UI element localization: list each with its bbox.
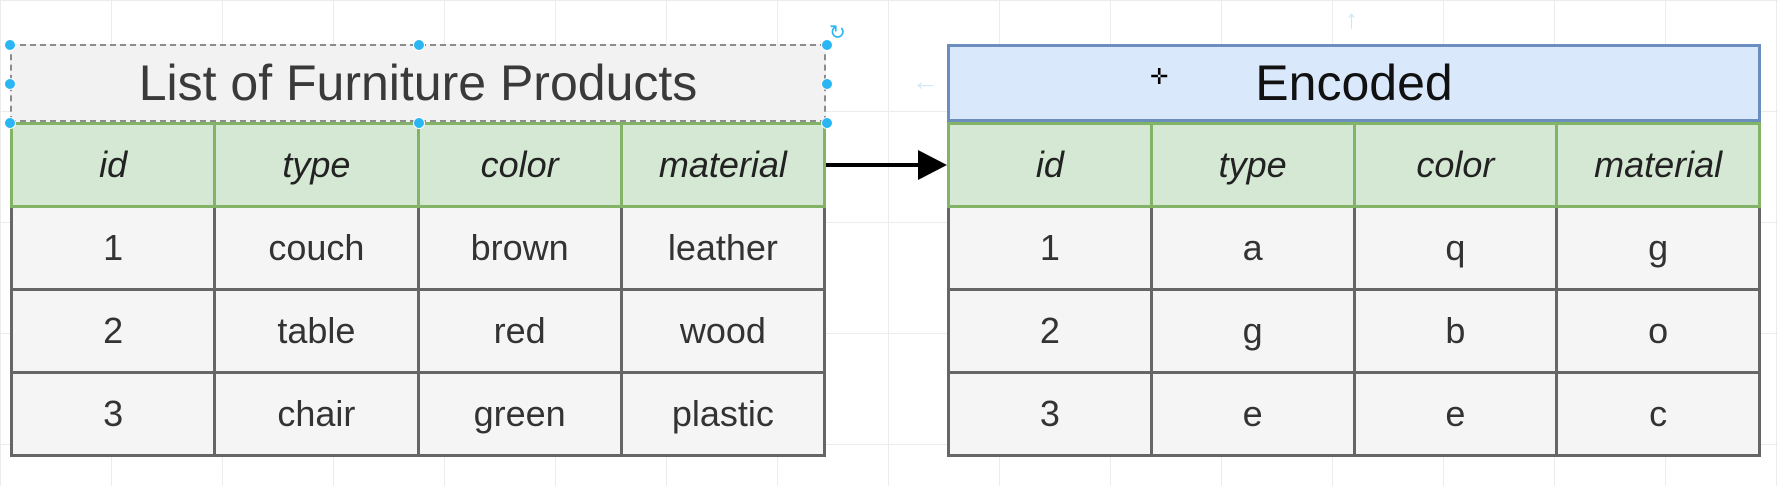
table-cell[interactable]: 2 (947, 291, 1153, 374)
table-row: 1 couch brown leather (10, 208, 826, 291)
table-cell[interactable]: q (1355, 208, 1559, 291)
selection-handle-top-right[interactable] (821, 39, 833, 51)
rotate-icon[interactable]: ↻ (829, 22, 846, 44)
table-row: 3 e e c (947, 374, 1761, 457)
table-cell[interactable]: 1 (947, 208, 1153, 291)
table-header-row: id type color material (947, 122, 1761, 208)
header-cell-material[interactable]: material (1558, 125, 1761, 208)
selection-handle-bottom[interactable] (413, 117, 425, 129)
table-cell[interactable]: 3 (10, 374, 217, 457)
table-cell[interactable]: c (1558, 374, 1761, 457)
selection-handle-right[interactable] (821, 78, 833, 90)
table-cell[interactable]: b (1355, 291, 1559, 374)
table-cell[interactable]: e (1355, 374, 1559, 457)
table-cell[interactable]: g (1152, 291, 1356, 374)
header-cell-type[interactable]: type (1152, 125, 1356, 208)
selection-handle-top[interactable] (413, 39, 425, 51)
table-row: 2 g b o (947, 291, 1761, 374)
selection-handle-bottom-left[interactable] (4, 117, 16, 129)
table-cell[interactable]: leather (622, 208, 826, 291)
table-cell[interactable]: table (216, 291, 420, 374)
table-cell[interactable]: 3 (947, 374, 1153, 457)
table-cell[interactable]: g (1558, 208, 1761, 291)
table-cell[interactable]: green (419, 374, 623, 457)
header-cell-id[interactable]: id (947, 125, 1153, 208)
encoded-table[interactable]: Encoded id type color material 1 a q g 2… (947, 44, 1761, 457)
arrow-right-icon[interactable] (826, 130, 947, 200)
table-cell[interactable]: e (1152, 374, 1356, 457)
table-header-row: id type color material (10, 122, 826, 208)
header-cell-color[interactable]: color (1355, 125, 1559, 208)
header-cell-color[interactable]: color (419, 125, 623, 208)
header-cell-material[interactable]: material (622, 125, 826, 208)
connect-hint-up-icon[interactable]: ↑ (1345, 4, 1358, 34)
table-row: 1 a q g (947, 208, 1761, 291)
table-cell[interactable]: a (1152, 208, 1356, 291)
encoded-table-title[interactable]: Encoded (947, 44, 1761, 122)
move-cursor-icon: ✛ (1150, 64, 1169, 89)
table-cell[interactable]: brown (419, 208, 623, 291)
table-cell[interactable]: red (419, 291, 623, 374)
furniture-products-table[interactable]: List of Furniture Products id type color… (10, 44, 826, 457)
table-row: 3 chair green plastic (10, 374, 826, 457)
table-cell[interactable]: 1 (10, 208, 217, 291)
selection-handle-bottom-right[interactable] (821, 117, 833, 129)
table-cell[interactable]: o (1558, 291, 1761, 374)
table-cell[interactable]: couch (216, 208, 420, 291)
table-cell[interactable]: chair (216, 374, 420, 457)
header-cell-id[interactable]: id (10, 125, 217, 208)
table-row: 2 table red wood (10, 291, 826, 374)
table-cell[interactable]: wood (622, 291, 826, 374)
furniture-table-title[interactable]: List of Furniture Products (10, 44, 826, 122)
table-cell[interactable]: plastic (622, 374, 826, 457)
header-cell-type[interactable]: type (216, 125, 420, 208)
table-cell[interactable]: 2 (10, 291, 217, 374)
selection-handle-top-left[interactable] (4, 39, 16, 51)
selection-handle-left[interactable] (4, 78, 16, 90)
connect-hint-left-icon[interactable]: ← (912, 66, 938, 96)
